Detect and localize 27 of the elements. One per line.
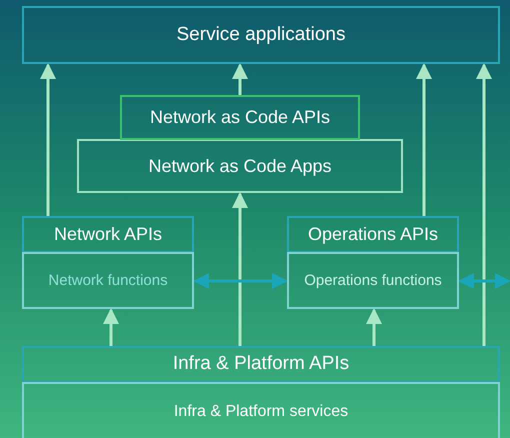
layer-box bbox=[22, 6, 500, 64]
layer-box bbox=[287, 216, 459, 253]
box-label: Network functions bbox=[48, 270, 168, 290]
layer-box bbox=[120, 95, 360, 140]
layer-box bbox=[22, 382, 500, 438]
box-label: Service applications bbox=[176, 22, 346, 47]
layer-box bbox=[22, 346, 500, 383]
arrow bbox=[232, 63, 248, 95]
box-label: Infra & Platform services bbox=[174, 402, 348, 422]
layer-box bbox=[22, 252, 194, 309]
arrow bbox=[193, 273, 288, 289]
arrow bbox=[458, 273, 510, 289]
layer-box bbox=[77, 139, 403, 193]
box-label: Infra & Platform APIs bbox=[172, 352, 350, 376]
box-label: Network as Code APIs bbox=[150, 106, 330, 129]
layer-box bbox=[22, 216, 194, 253]
box-label: Operations APIs bbox=[308, 223, 438, 246]
box-label: Network as Code Apps bbox=[148, 154, 332, 178]
arrow bbox=[366, 308, 382, 346]
arrow bbox=[416, 63, 432, 216]
layer-box bbox=[287, 252, 459, 309]
arrow bbox=[40, 63, 56, 216]
box-label: Operations functions bbox=[304, 270, 442, 290]
arrow bbox=[103, 308, 119, 346]
arrow bbox=[476, 63, 492, 346]
arrow bbox=[232, 192, 248, 346]
box-label: Network APIs bbox=[54, 223, 162, 246]
